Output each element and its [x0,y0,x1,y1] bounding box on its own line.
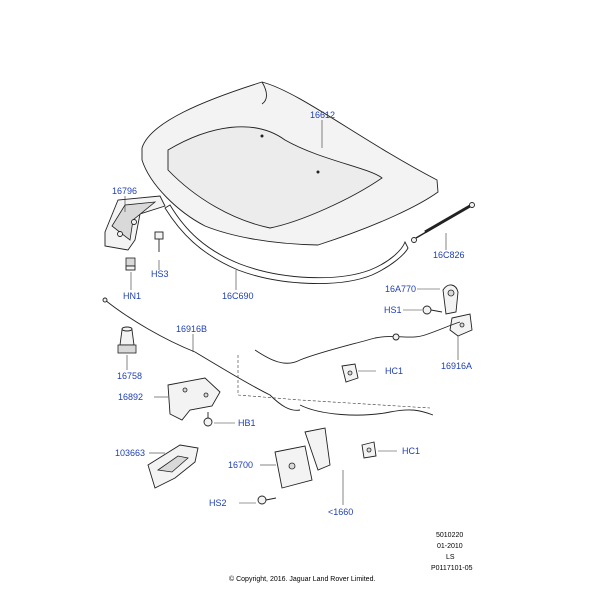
callout-16A770[interactable]: 16A770 [385,284,417,294]
callout-16C690[interactable]: 16C690 [222,291,254,301]
callout-16892[interactable]: 16892 [118,392,144,402]
hood-panel [141,81,439,246]
callout-HN1[interactable]: HN1 [123,291,142,301]
latch-support-bracket [147,444,199,489]
diagram-code: 5010220 [436,532,464,539]
callout-103663[interactable]: 103663 [115,448,146,458]
callout-HS3[interactable]: HS3 [151,269,169,279]
callout-1660[interactable]: <1660 [328,507,354,517]
release-cable-rear [254,321,461,364]
hinge-bolt [154,231,164,252]
callout-HS2[interactable]: HS2 [209,498,227,508]
gas-strut [411,202,475,243]
latch-bolt [203,412,213,427]
release-cable-lower [299,404,434,416]
callout-16796[interactable]: 16796 [112,186,138,196]
callout-16C826[interactable]: 16C826 [433,250,465,260]
cable-clip-lower [361,441,377,459]
release-handle [442,284,459,315]
callout-16758[interactable]: 16758 [117,371,143,381]
handle-screw [422,305,443,315]
diagram-ls: LS [446,554,455,561]
handle-bracket [449,313,473,337]
latch-bracket [167,377,221,421]
leader-lines [124,120,459,505]
release-cable-front [104,299,301,411]
hood-hinge [104,195,166,251]
callout-16916B[interactable]: 16916B [176,324,208,334]
callout-HC1-upper[interactable]: HC1 [385,366,404,376]
bump-stop [117,326,137,354]
cable-clip-upper [341,363,359,383]
callout-16916A[interactable]: 16916A [441,361,473,371]
callout-HS1[interactable]: HS1 [384,305,402,315]
hinge-nut [125,257,136,271]
callout-HB1[interactable]: HB1 [238,418,256,428]
copyright-notice: © Copyright, 2016. Jaguar Land Rover Lim… [229,576,376,583]
hood-seal [164,204,409,284]
cable-routing-dashed [237,355,431,409]
callout-HC1-lower[interactable]: HC1 [402,446,421,456]
latch-screw [257,495,277,505]
diagram-date: 01-2010 [437,543,463,550]
diagram-reference: P0117101-05 [431,565,473,572]
callout-16612[interactable]: 16612 [310,110,336,120]
hood-latch [274,427,331,489]
callout-16700[interactable]: 16700 [228,460,254,470]
